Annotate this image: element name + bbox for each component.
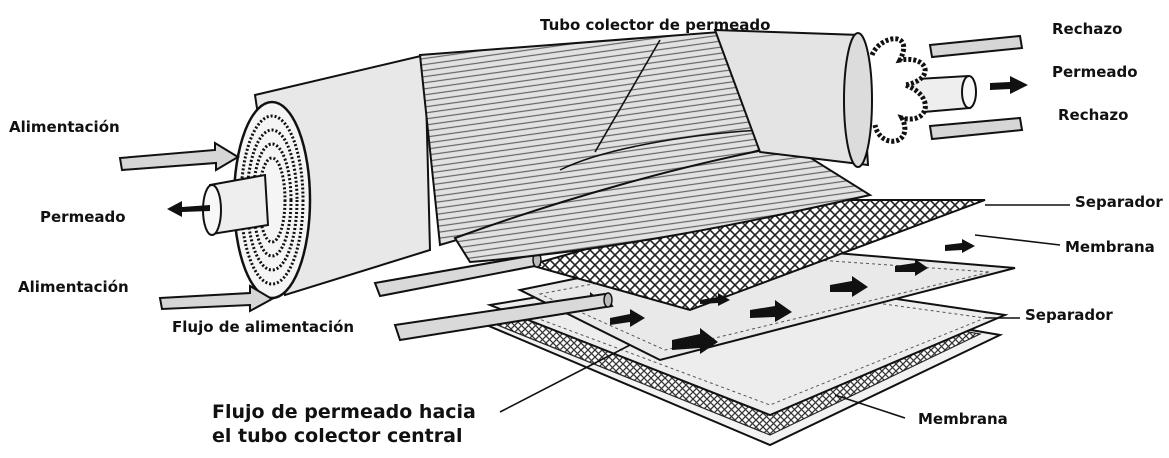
label-separador-bottom: Separador: [1025, 306, 1113, 324]
right-flow-arrows: [928, 34, 1028, 141]
label-alimentacion-top: Alimentación: [9, 118, 120, 136]
label-permeado-right: Permeado: [1052, 63, 1138, 81]
leader-lines: [499, 39, 1070, 419]
label-rechazo-top: Rechazo: [1052, 20, 1123, 38]
left-flow-arrows: [118, 141, 275, 313]
label-flujo-permeado-line1: Flujo de permeado hacia: [212, 401, 476, 423]
feed-flow-rods: [373, 252, 614, 342]
label-flujo-permeado-line2: el tubo colector central: [212, 425, 463, 447]
label-rechazo-mid: Rechazo: [1058, 106, 1129, 124]
label-alimentacion-bottom: Alimentación: [18, 278, 129, 296]
label-permeado-left: Permeado: [40, 208, 126, 226]
label-separador-top: Separador: [1075, 193, 1163, 211]
label-tubo-colector: Tubo colector de permeado: [540, 16, 771, 34]
label-membrana-top: Membrana: [1065, 238, 1155, 256]
label-membrana-bottom: Membrana: [918, 410, 1008, 428]
membrane-cylinder: [202, 28, 977, 300]
label-flujo-alimentacion: Flujo de alimentación: [172, 318, 355, 336]
